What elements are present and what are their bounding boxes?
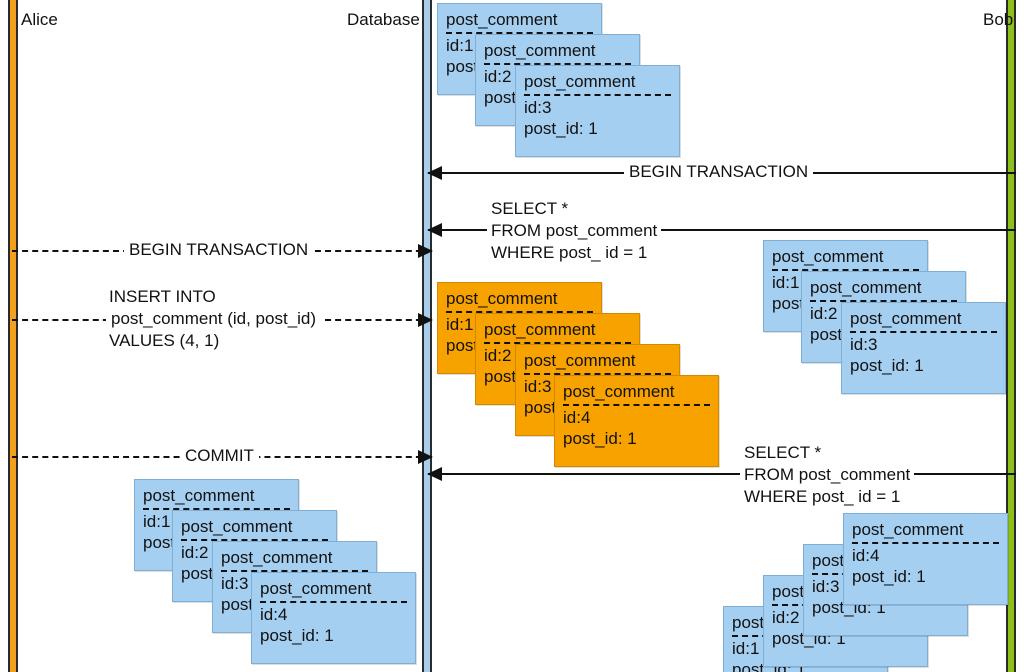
card-table-name: post_comment <box>446 10 558 29</box>
select-line-3: WHERE post_ id = 1 <box>491 243 648 262</box>
card-separator <box>563 404 710 406</box>
card-id-field: id:3 <box>221 574 249 593</box>
card-id-field: id:2 <box>181 543 209 562</box>
card-id-field: id:4 <box>563 408 591 427</box>
actor-label-alice: Alice <box>21 10 58 29</box>
arrowhead-right-icon <box>418 244 433 258</box>
card-post-id-field: post_id: 1 <box>852 567 926 586</box>
card-separator <box>484 63 631 65</box>
record-card: post_comment id:3 post_id: 1 <box>841 302 1006 394</box>
card-separator <box>484 342 631 344</box>
card-id-field: id:1 <box>772 273 800 292</box>
card-post-id-field: post_id: 1 <box>260 626 334 645</box>
message-label-bob-select-second: SELECT * FROM post_comment WHERE post_ i… <box>740 442 915 508</box>
message-label-alice-insert-head: INSERT INTO <box>105 286 220 308</box>
message-alice-insert: post_comment (id, post_id) <box>12 308 433 330</box>
card-table-name: post_comment <box>260 579 372 598</box>
card-separator <box>221 570 368 572</box>
card-separator <box>524 94 671 96</box>
record-card: post_comment id:3 post_id: 1 <box>515 65 680 157</box>
card-id-field: id:3 <box>812 577 840 596</box>
message-label-bob-select-first: SELECT * FROM post_comment WHERE post_ i… <box>487 198 662 264</box>
message-label: BEGIN TRANSACTION <box>124 239 314 261</box>
card-id-field: id:2 <box>484 67 512 86</box>
record-card: post_comment id:4 post_id: 1 <box>554 375 719 467</box>
lifeline-alice <box>8 0 18 672</box>
record-card: post_comment id:4 post_id: 1 <box>843 513 1008 605</box>
message-bob-begin-transaction: BEGIN TRANSACTION <box>427 161 1016 183</box>
card-table-name: post_comment <box>446 289 558 308</box>
card-id-field: id:2 <box>772 608 800 627</box>
select2-line-1: SELECT * <box>744 443 822 462</box>
arrowhead-left-icon <box>427 223 442 237</box>
card-separator <box>852 542 999 544</box>
card-id-field: id:1 <box>732 639 760 658</box>
card-table-name: post_comment <box>524 351 636 370</box>
select2-line-3: WHERE post_ id = 1 <box>744 487 901 506</box>
card-table-name: post_comment <box>850 309 962 328</box>
message-label-alice-insert-values: VALUES (4, 1) <box>105 330 224 352</box>
card-separator <box>446 311 593 313</box>
card-id-field: id:1 <box>446 315 474 334</box>
message-label: BEGIN TRANSACTION <box>624 161 814 183</box>
card-table-name: post_comment <box>563 382 675 401</box>
message-line <box>428 473 1016 475</box>
select-line-2: FROM post_comment <box>491 221 658 240</box>
card-table-name: post_comment <box>810 278 922 297</box>
card-table-name: post_comment <box>484 41 596 60</box>
card-separator <box>143 508 290 510</box>
card-id-field: id:3 <box>524 98 552 117</box>
card-separator <box>260 601 407 603</box>
arrowhead-left-icon <box>427 166 442 180</box>
insert-line-3: VALUES (4, 1) <box>109 331 220 350</box>
card-id-field: id:4 <box>260 605 288 624</box>
arrowhead-left-icon <box>427 467 442 481</box>
card-table-name: post_comment <box>524 72 636 91</box>
card-separator <box>810 300 957 302</box>
card-table-name: post_comment <box>221 548 333 567</box>
message-alice-begin-transaction: BEGIN TRANSACTION <box>12 239 433 261</box>
card-table-name: post_comment <box>181 517 293 536</box>
message-label: post_comment (id, post_id) <box>106 308 322 330</box>
card-id-field: id:3 <box>850 335 878 354</box>
card-separator <box>524 373 671 375</box>
card-separator <box>850 331 997 333</box>
card-table-name: post_comment <box>484 320 596 339</box>
card-table-name: post_comment <box>143 486 255 505</box>
card-id-field: id:3 <box>524 377 552 396</box>
message-bob-select-second <box>427 467 1016 481</box>
card-id-field: id:2 <box>484 346 512 365</box>
select2-line-2: FROM post_comment <box>744 465 911 484</box>
message-label: COMMIT <box>180 445 259 467</box>
card-post-id-field: post_id: 1 <box>524 119 598 138</box>
card-table-name: post_comment <box>852 520 964 539</box>
card-separator <box>446 32 593 34</box>
card-post-id-field: post_id: 1 <box>850 356 924 375</box>
actor-label-bob: Bob <box>983 10 1014 29</box>
message-alice-commit: COMMIT <box>12 445 433 467</box>
card-id-field: id:1 <box>143 512 171 531</box>
arrowhead-right-icon <box>418 450 433 464</box>
insert-line-1: INSERT INTO <box>109 287 216 306</box>
card-id-field: id:4 <box>852 546 880 565</box>
message-bob-select-first <box>427 223 1016 237</box>
card-id-field: id:2 <box>810 304 838 323</box>
card-post-id-field: post_id: 1 <box>563 429 637 448</box>
arrowhead-right-icon <box>418 313 433 327</box>
card-id-field: id:1 <box>446 36 474 55</box>
card-separator <box>181 539 328 541</box>
message-line <box>428 229 1016 231</box>
lifeline-database <box>422 0 432 672</box>
card-table-name: post_comment <box>772 247 884 266</box>
select-line-1: SELECT * <box>491 199 569 218</box>
actor-label-database: Database <box>347 10 420 29</box>
lifeline-bob <box>1006 0 1016 672</box>
record-card: post_comment id:4 post_id: 1 <box>251 572 416 664</box>
card-separator <box>772 269 919 271</box>
